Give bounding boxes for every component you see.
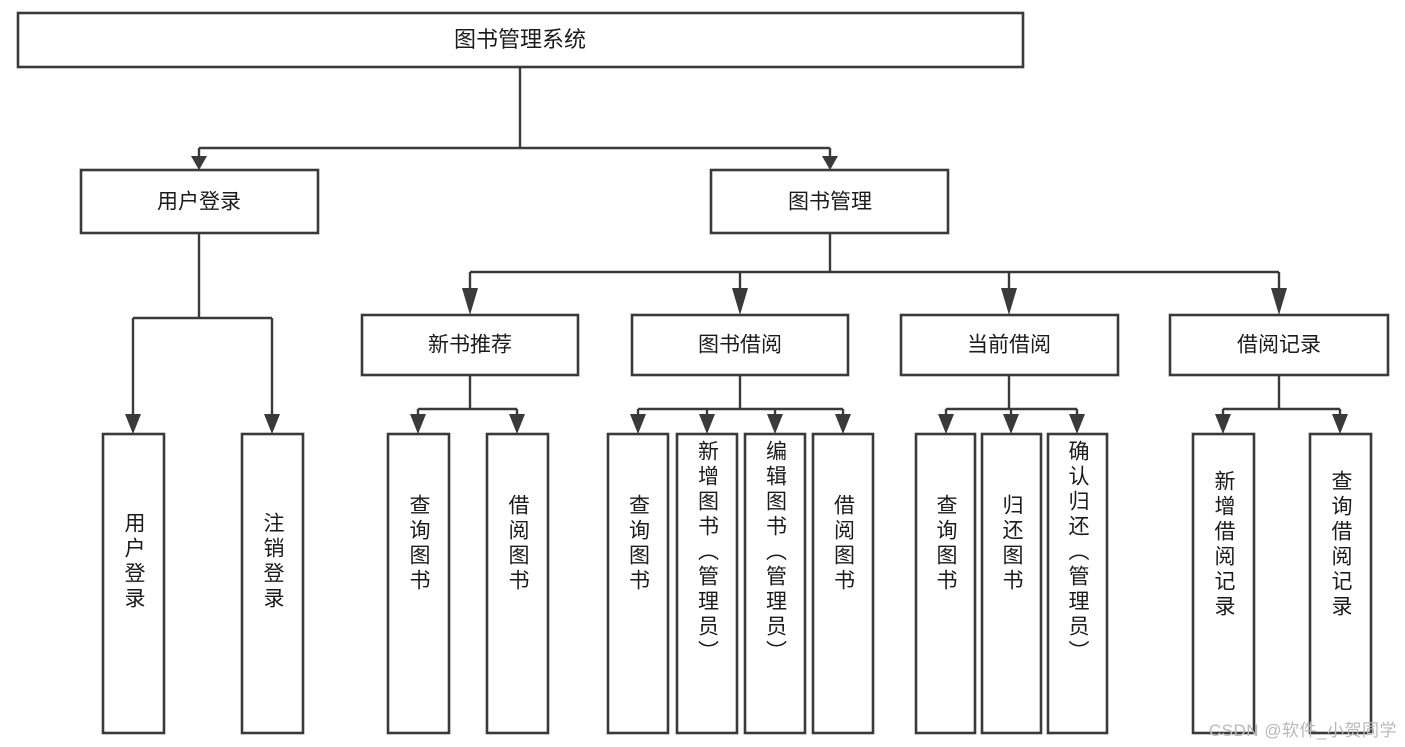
node-user-login-box[interactable] [79, 168, 320, 235]
arrowhead-borrow-record [1271, 288, 1287, 315]
arrowhead-leaf-logout [264, 414, 280, 434]
connector-group [125, 67, 1348, 434]
arrowhead-recommend-leaf-1 [410, 414, 426, 434]
arrowhead-borrow-leaf-1 [630, 414, 646, 434]
arrowhead-record-leaf-2 [1332, 414, 1348, 434]
node-new-book-recommend-box[interactable] [360, 313, 580, 377]
arrowhead-current-leaf-2 [1003, 414, 1019, 434]
leaf-box-borrow-query-book[interactable] [606, 432, 670, 735]
arrowhead-borrow-leaf-3 [767, 414, 783, 434]
node-current-borrow-box[interactable] [899, 313, 1120, 377]
arrowhead-current-leaf-3 [1069, 414, 1085, 434]
node-book-manage-box[interactable] [709, 168, 950, 235]
leaf-box-logout[interactable] [240, 432, 305, 735]
node-root-box[interactable] [16, 11, 1025, 69]
node-user-login-label: 用户登录 [157, 191, 241, 214]
node-new-book-recommend-label: 新书推荐 [428, 334, 512, 357]
node-new-book-recommend[interactable]: 新书推荐 [360, 313, 580, 377]
leaf-box-borrow-borrow-book[interactable] [811, 432, 875, 735]
arrowhead-record-leaf-1 [1215, 414, 1231, 434]
node-borrow-record-box[interactable] [1168, 313, 1390, 377]
node-book-borrow[interactable]: 图书借阅 [630, 313, 850, 377]
leaf-box-current-confirm-return[interactable] [1046, 432, 1109, 735]
arrowhead-book-borrow [732, 288, 748, 315]
leaf-box-recommend-borrow-book[interactable] [485, 432, 550, 735]
node-root-label: 图书管理系统 [454, 27, 586, 52]
arrowhead-borrow-leaf-2 [699, 414, 715, 434]
leaf-box-record-add[interactable] [1191, 432, 1256, 735]
leaf-box-borrow-edit-book[interactable] [743, 432, 807, 735]
node-root[interactable]: 图书管理系统 [16, 11, 1025, 69]
arrowhead-leaf-user-login [125, 414, 141, 434]
node-book-borrow-box[interactable] [630, 313, 850, 377]
leaf-box-group [101, 432, 1373, 735]
arrowhead-current-borrow [1001, 288, 1017, 315]
csdn-watermark: CSDN @软件_小贺同学 [1208, 721, 1397, 740]
arrowhead-current-leaf-1 [938, 414, 954, 434]
node-current-borrow-label: 当前借阅 [967, 334, 1051, 357]
node-book-manage[interactable]: 图书管理 [709, 168, 950, 235]
leaf-box-recommend-query-book[interactable] [386, 432, 451, 735]
arrowhead-new-book-recommend [462, 288, 478, 315]
leaf-box-user-login[interactable] [101, 432, 166, 735]
arrowhead-book-manage [822, 156, 838, 170]
node-book-manage-label: 图书管理 [788, 191, 872, 214]
arrowhead-user-login [191, 156, 207, 170]
node-borrow-record-label: 借阅记录 [1237, 334, 1321, 357]
leaf-box-borrow-add-book[interactable] [675, 432, 739, 735]
leaf-box-current-return-book[interactable] [980, 432, 1043, 735]
node-borrow-record[interactable]: 借阅记录 [1168, 313, 1390, 377]
arrowhead-recommend-leaf-2 [509, 414, 525, 434]
leaf-box-current-query-book[interactable] [914, 432, 977, 735]
leaf-box-record-query[interactable] [1308, 432, 1373, 735]
node-user-login[interactable]: 用户登录 [79, 168, 320, 235]
node-current-borrow[interactable]: 当前借阅 [899, 313, 1120, 377]
arrowhead-borrow-leaf-4 [835, 414, 851, 434]
node-book-borrow-label: 图书借阅 [698, 334, 782, 357]
